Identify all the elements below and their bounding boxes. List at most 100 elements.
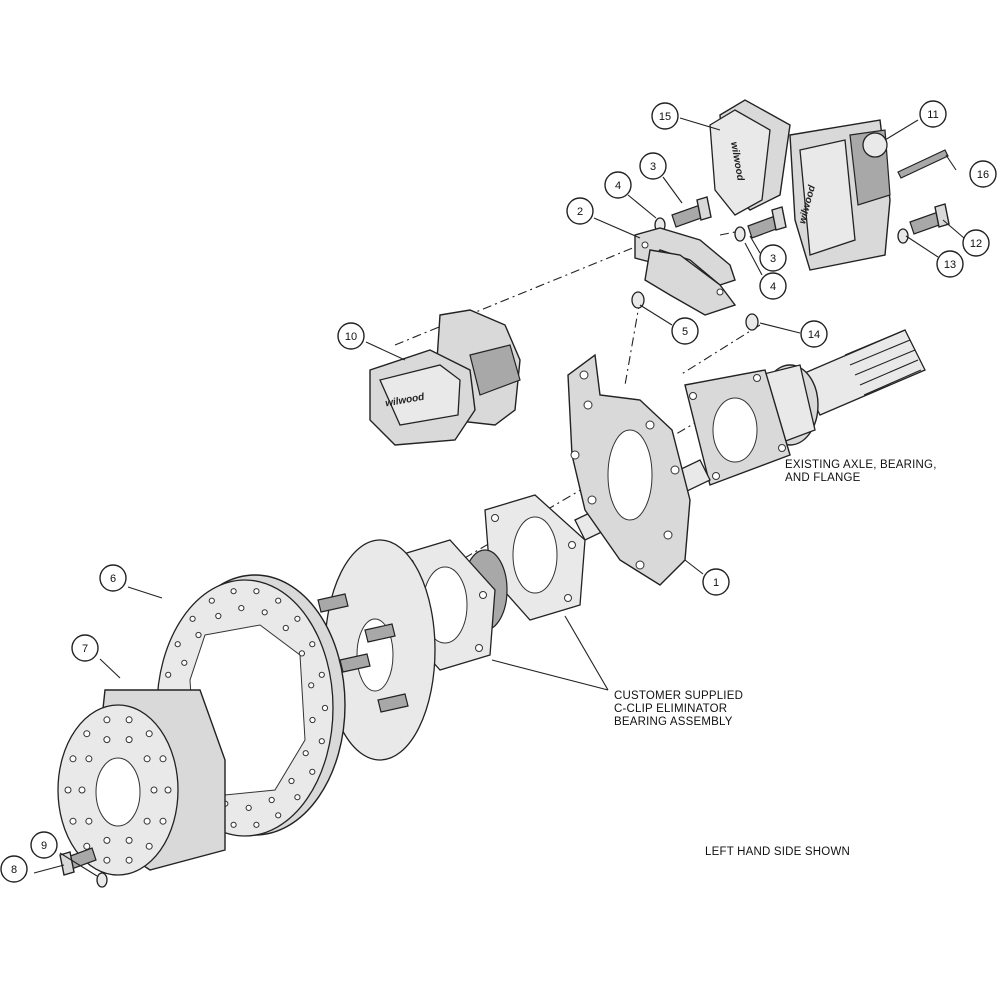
drum-bolt-hole (83, 842, 91, 850)
drilled-rotor (156, 574, 346, 837)
side-shown-note-line: LEFT HAND SIDE SHOWN (705, 846, 850, 858)
drum-bolt-hole (125, 856, 133, 864)
rotor-drill-hole (215, 612, 222, 620)
rotor-drill-hole (230, 588, 237, 595)
rotor-drill-hole (189, 615, 196, 622)
adapter-bracket (634, 227, 737, 316)
rotor-drill-hole (318, 671, 325, 678)
svg-text:15: 15 (659, 111, 671, 123)
parking-caliper: wilwood (369, 309, 521, 446)
brake-caliper: wilwood (789, 119, 891, 271)
drum-bolt-hole (145, 842, 153, 850)
spacer-washer-5 (631, 291, 645, 309)
rotor-drill-hole (282, 624, 289, 632)
callout-1: 1 (702, 568, 730, 596)
svg-text:14: 14 (808, 329, 820, 341)
callout-16: 16 (969, 160, 997, 188)
parking-drum-hat (57, 689, 226, 876)
caliper-bracket (567, 353, 691, 586)
drum-bolt-hole (103, 856, 111, 864)
customer-supplied-note-line-1: CUSTOMER SUPPLIED (614, 690, 744, 702)
drum-bolt-hole (125, 836, 133, 844)
rotor-drill-hole (298, 650, 305, 657)
svg-text:6: 6 (110, 573, 116, 585)
drum-bolt-hole (103, 836, 111, 844)
svg-text:3: 3 (650, 161, 656, 173)
rotor-drill-hole (309, 641, 316, 648)
customer-supplied-note: CUSTOMER SUPPLIED C-CLIP ELIMINATOR BEAR… (614, 690, 743, 729)
rotor-drill-hole (308, 682, 315, 689)
svg-text:5: 5 (682, 326, 688, 338)
rotor-drill-hole (253, 588, 260, 595)
side-shown-note: LEFT HAND SIDE SHOWN (705, 846, 850, 859)
existing-axle-note: EXISTING AXLE, BEARING, AND FLANGE (785, 459, 937, 485)
svg-text:4: 4 (615, 180, 621, 192)
rotor-drill-hole (195, 631, 202, 639)
rotor-drill-hole (253, 821, 260, 828)
drum-bolt-hole (150, 786, 158, 794)
existing-axle-note-line-1: EXISTING AXLE, BEARING, (785, 459, 937, 471)
spacer-washer-14 (745, 313, 759, 331)
customer-supplied-note-line-3: BEARING ASSEMBLY (614, 716, 733, 728)
existing-axle-note-line-2: AND FLANGE (785, 472, 861, 484)
drum-bolt-hole (103, 716, 111, 724)
drum-bolt-hole (85, 755, 93, 763)
callout-9: 9 (30, 831, 58, 859)
callout-11: 11 (919, 100, 947, 128)
wheel-studs (317, 593, 409, 713)
rotor-drill-hole (309, 716, 316, 724)
svg-text:11: 11 (927, 109, 938, 121)
drum-bolt-hole (125, 716, 133, 724)
drum-bolt-hole (125, 736, 133, 744)
rotor-drill-hole (288, 777, 295, 785)
rotor-drill-hole (238, 605, 245, 612)
rotor-drill-hole (275, 597, 282, 604)
drum-bolt-hole (69, 755, 77, 763)
callout-8: 8 (0, 855, 28, 883)
drum-bolt-hole (159, 755, 167, 763)
rotor-drill-hole (318, 738, 325, 745)
drum-bolt-hole (85, 817, 93, 825)
callout-4-lower: 4 (759, 272, 787, 300)
drum-bolt-hole (83, 730, 91, 738)
drum-bolt-hole (145, 730, 153, 738)
rotor-drill-hole (230, 821, 237, 828)
rotor-drill-hole (181, 659, 188, 666)
rotor-drill-hole (165, 671, 172, 678)
rotor-drill-hole (245, 804, 252, 812)
rotor-drill-hole (208, 597, 215, 604)
brake-pads: wilwood (709, 99, 791, 216)
drum-bolt-hole (143, 817, 151, 825)
callout-13: 13 (936, 250, 964, 278)
rotor-drill-hole (294, 794, 301, 801)
rotor-drill-hole (294, 615, 301, 622)
hat-bolt-and-washer (59, 847, 108, 888)
callout-15: 15 (651, 102, 679, 130)
callout-4-top: 4 (604, 171, 632, 199)
svg-text:12: 12 (970, 238, 982, 250)
svg-text:2: 2 (577, 206, 583, 218)
rotor-drill-hole (174, 641, 181, 648)
rotor-drill-hole (302, 750, 309, 757)
drum-bolt-hole (78, 786, 86, 794)
drum-bolt-hole (103, 736, 111, 744)
rotor-drill-hole (321, 704, 329, 712)
callout-2: 2 (566, 197, 594, 225)
svg-text:7: 7 (82, 643, 88, 655)
callout-12: 12 (962, 229, 990, 257)
hub-plate-with-studs (317, 539, 436, 761)
customer-supplied-note-line-2: C-CLIP ELIMINATOR (614, 703, 728, 715)
bleed-screw (897, 149, 949, 179)
rotor-drill-hole (309, 768, 316, 775)
drum-bolt-hole (64, 786, 72, 794)
axle-splines (844, 329, 922, 396)
rotor-drill-hole (268, 796, 275, 804)
rotor-drill-hole (261, 609, 268, 616)
rotor-drill-hole (275, 812, 282, 819)
callout-3-lower: 3 (759, 244, 787, 272)
svg-text:16: 16 (977, 169, 989, 181)
drum-bolt-hole (159, 817, 167, 825)
svg-text:10: 10 (345, 331, 357, 343)
callout-10: 10 (337, 322, 365, 350)
svg-text:1: 1 (713, 577, 719, 589)
